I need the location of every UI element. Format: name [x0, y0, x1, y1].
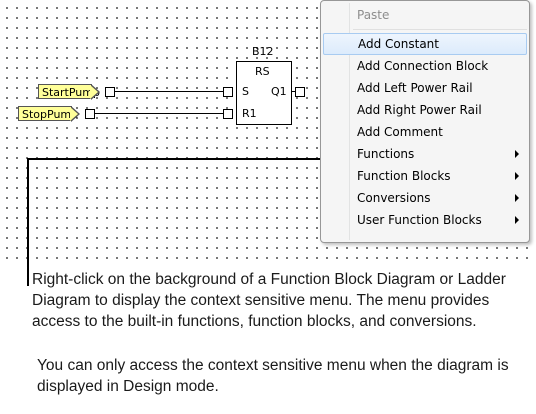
variable-output-pin[interactable]: [85, 109, 95, 119]
variable-stoppump[interactable]: StopPump: [18, 106, 80, 122]
wire-startpump-s: [115, 91, 223, 92]
menu-item-add-constant[interactable]: Add Constant: [323, 33, 527, 55]
submenu-arrow-icon: [515, 216, 519, 224]
wire-stoppump-r1: [95, 113, 223, 114]
description-paragraph-2: You can only access the context sensitiv…: [37, 357, 509, 395]
variable-startpump[interactable]: StartPump: [38, 84, 100, 100]
menu-item-label: Add Connection Block: [357, 59, 489, 73]
submenu-arrow-icon: [515, 172, 519, 180]
menu-item-add-left-power-rail[interactable]: Add Left Power Rail: [323, 77, 527, 99]
block-output-pin-q1[interactable]: [295, 87, 305, 97]
input-s-label: S: [242, 85, 249, 98]
menu-item-functions[interactable]: Functions: [323, 143, 527, 165]
submenu-arrow-icon: [515, 194, 519, 202]
description-paragraph-1: Right-click on the background of a Funct…: [32, 271, 506, 330]
menu-item-add-connection-block[interactable]: Add Connection Block: [323, 55, 527, 77]
menu-item-add-right-power-rail[interactable]: Add Right Power Rail: [323, 99, 527, 121]
block-input-pin-s[interactable]: [223, 87, 233, 97]
variable-arrow-icon: [70, 106, 80, 122]
variable-label: StopPump: [22, 108, 79, 121]
menu-item-label: User Function Blocks: [357, 213, 482, 227]
input-r1-label: R1: [242, 107, 257, 120]
menu-item-label: Function Blocks: [357, 169, 451, 183]
menu-item-user-function-blocks[interactable]: User Function Blocks: [323, 209, 527, 231]
variable-label: StartPump: [42, 86, 100, 99]
output-q1-label: Q1: [271, 85, 287, 98]
variable-arrow-icon: [90, 84, 100, 100]
callout-line-horizontal: [27, 158, 321, 160]
context-menu: Paste Add Constant Add Connection Block …: [320, 0, 530, 243]
menu-item-label: Add Constant: [358, 37, 439, 51]
menu-item-label: Functions: [357, 147, 415, 161]
menu-item-label: Add Comment: [357, 125, 443, 139]
menu-separator: [353, 29, 527, 30]
rs-function-block[interactable]: RS S Q1 R1: [236, 61, 292, 125]
block-input-pin-r1[interactable]: [223, 109, 233, 119]
menu-item-function-blocks[interactable]: Function Blocks: [323, 165, 527, 187]
callout-line-vertical: [27, 158, 29, 286]
block-type-label: RS: [255, 65, 270, 78]
menu-item-label: Add Right Power Rail: [357, 103, 482, 117]
menu-item-paste[interactable]: Paste: [323, 4, 527, 26]
menu-item-add-comment[interactable]: Add Comment: [323, 121, 527, 143]
menu-item-conversions[interactable]: Conversions: [323, 187, 527, 209]
menu-item-label: Conversions: [357, 191, 431, 205]
block-name-label: B12: [252, 45, 274, 58]
submenu-arrow-icon: [515, 150, 519, 158]
menu-item-label: Add Left Power Rail: [357, 81, 473, 95]
wire-q1-stub: [291, 91, 295, 92]
menu-item-label: Paste: [357, 8, 390, 22]
variable-output-pin[interactable]: [105, 87, 115, 97]
